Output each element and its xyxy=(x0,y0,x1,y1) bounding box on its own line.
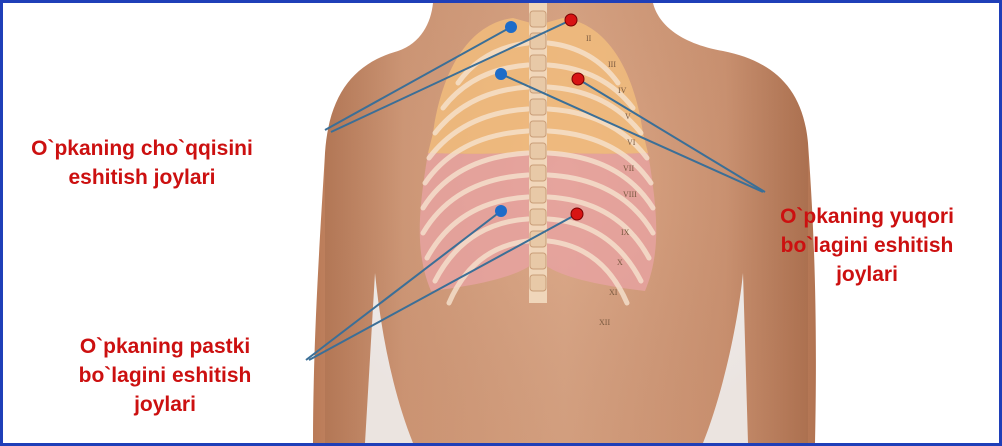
numeral: X xyxy=(617,258,623,267)
apex-marker-blue xyxy=(505,21,517,33)
apex-marker-red xyxy=(565,14,577,26)
spine xyxy=(529,3,547,303)
upper-marker-blue xyxy=(495,68,507,80)
numeral: IV xyxy=(618,86,627,95)
numeral: VIII xyxy=(623,190,637,199)
numeral: IX xyxy=(621,228,630,237)
numeral: VI xyxy=(627,138,636,147)
label-line: joylari xyxy=(31,390,299,419)
apex-auscultation-label: O`pkaning cho`qqisini eshitish joylari xyxy=(11,134,273,192)
lower-marker-blue xyxy=(495,205,507,217)
numeral: VII xyxy=(623,164,634,173)
numeral: III xyxy=(608,60,616,69)
lower-marker-red xyxy=(571,208,583,220)
label-line: bo`lagini eshitish xyxy=(729,231,1002,260)
label-line: joylari xyxy=(729,260,1002,289)
label-line: eshitish joylari xyxy=(11,163,273,192)
label-line: bo`lagini eshitish xyxy=(31,361,299,390)
lower-lobe-auscultation-label: O`pkaning pastki bo`lagini eshitish joyl… xyxy=(31,332,299,419)
numeral: XI xyxy=(609,288,618,297)
numeral: V xyxy=(625,112,631,121)
numeral: II xyxy=(586,34,592,43)
label-line: O`pkaning cho`qqisini xyxy=(11,134,273,163)
numeral: XII xyxy=(599,318,610,327)
upper-lobe-auscultation-label: O`pkaning yuqori bo`lagini eshitish joyl… xyxy=(729,202,1002,289)
label-line: O`pkaning pastki xyxy=(31,332,299,361)
upper-marker-red xyxy=(572,73,584,85)
label-line: O`pkaning yuqori xyxy=(729,202,1002,231)
